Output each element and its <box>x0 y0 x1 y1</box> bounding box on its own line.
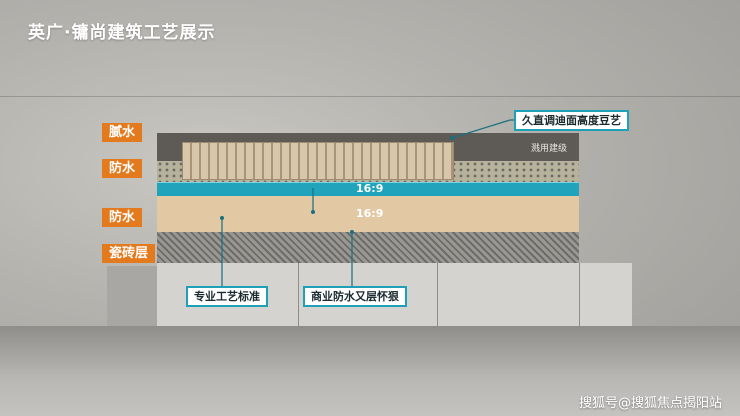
callout-dot <box>350 230 354 234</box>
base-hatch-layer <box>157 232 579 263</box>
callout-dot <box>220 216 224 220</box>
ratio-label-membrane: 16:9 <box>356 182 384 195</box>
mortar-layer <box>157 196 579 232</box>
callout-top-right: 久直调迪面高度豆艺 <box>514 110 629 131</box>
callout-commercial: 商业防水又层怀狠 <box>303 286 407 307</box>
page-title: 英广·镛尚建筑工艺展示 <box>28 23 216 43</box>
wall-seam <box>0 96 740 97</box>
decorative-grille <box>182 142 454 180</box>
label-putty: 腻水 <box>102 123 143 142</box>
leader-line-top-right <box>451 119 514 139</box>
label-waterproof-lower: 防水 <box>102 208 143 227</box>
tile-joint <box>579 263 580 326</box>
label-tile-layer: 瓷砖层 <box>102 244 156 263</box>
ratio-label-mortar: 16:9 <box>356 207 384 220</box>
tile-joint <box>437 263 438 326</box>
trim-label: 溅用建级 <box>530 144 567 154</box>
concrete-floor <box>0 326 740 416</box>
label-waterproof-upper: 防水 <box>102 159 143 178</box>
callout-dot <box>311 210 315 214</box>
watermark: 搜狐号@搜狐焦点揭阳站 <box>578 396 722 411</box>
side-block <box>107 266 157 326</box>
callout-dot <box>450 136 454 140</box>
tile-joint <box>298 263 299 326</box>
callout-standard: 专业工艺标准 <box>186 286 268 307</box>
